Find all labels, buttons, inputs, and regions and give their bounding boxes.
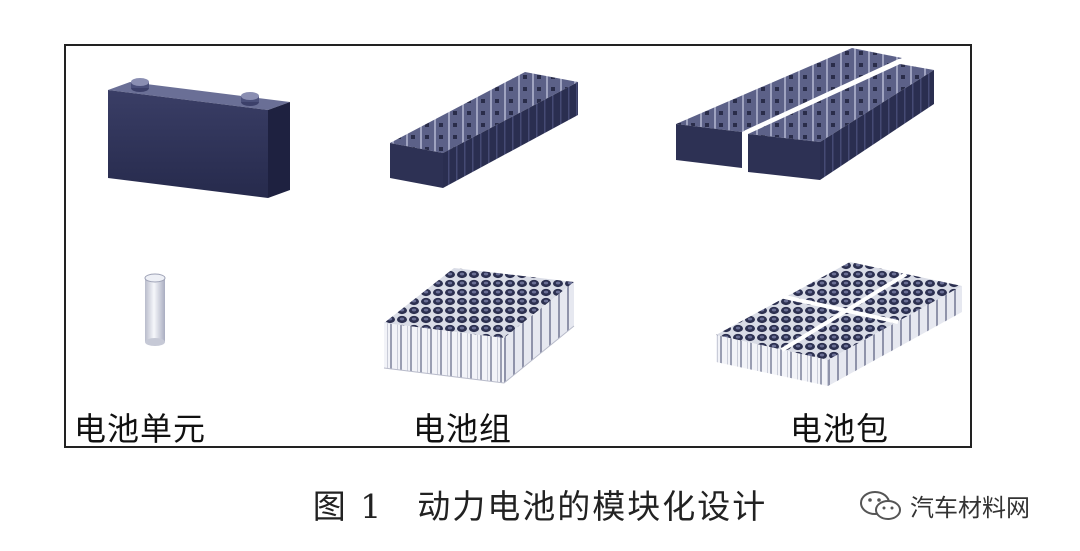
figure-title: 动力电池的模块化设计 [417,487,768,526]
cylindrical-module-icon [383,268,575,384]
figure-caption: 图 1 动力电池的模块化设计 [0,480,1080,528]
prismatic-cell-icon [108,78,290,198]
pack-label: 电池包 [790,410,890,448]
cylindrical-pack-icon [716,262,962,386]
figure-number: 图 1 [312,487,384,526]
module-label: 电池组 [413,410,513,448]
watermark-text: 汽车材料网 [910,494,1030,522]
wechat-icon [860,490,901,520]
prismatic-module-icon [390,72,578,188]
cylindrical-cell-icon [144,273,166,346]
watermark: 汽车材料网 [858,488,1030,523]
cell-label: 电池单元 [74,410,207,448]
prismatic-pack-icon [676,48,934,180]
